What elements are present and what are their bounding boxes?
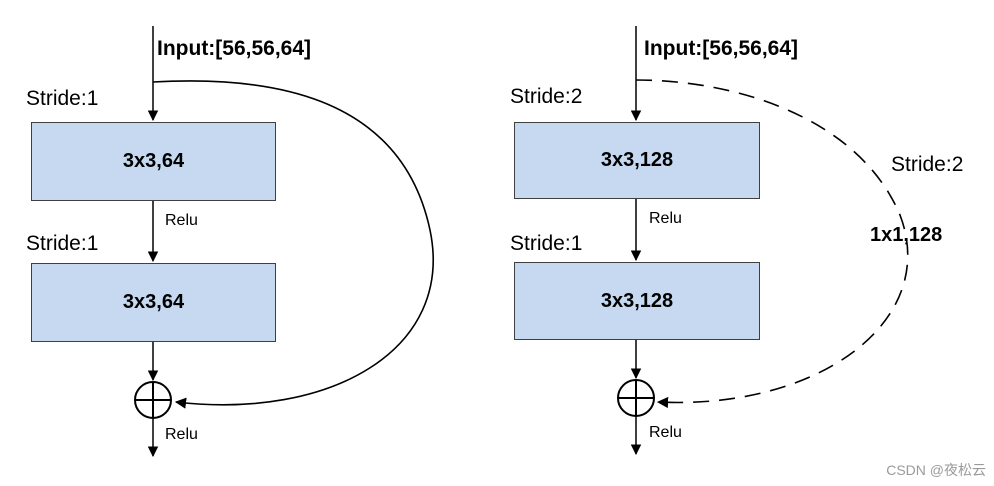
left-shortcut-connection: [152, 80, 434, 409]
left-add-node-icon: [134, 381, 172, 419]
left-residual-block: [134, 26, 434, 458]
right-stride-label-2: Stride:1: [510, 232, 583, 255]
left-conv-block-1: 3x3,64: [31, 122, 276, 201]
left-stride-label-2: Stride:1: [26, 232, 99, 255]
left-conv-block-2: 3x3,64: [31, 263, 276, 342]
right-relu-label-mid: Relu: [649, 210, 682, 227]
right-stride-label-1: Stride:2: [510, 85, 583, 108]
right-input-label: Input:[56,56,64]: [644, 37, 799, 60]
right-residual-block: [617, 26, 909, 456]
right-conv-block-1: 3x3,128: [514, 122, 760, 199]
right-relu-label-out: Relu: [649, 424, 682, 441]
left-relu-label-out: Relu: [165, 426, 198, 443]
watermark: CSDN @夜松云: [886, 462, 986, 478]
right-shortcut-stride-label: Stride:2: [891, 153, 964, 176]
left-relu-label-mid: Relu: [165, 212, 198, 229]
left-stride-label-1: Stride:1: [26, 87, 99, 110]
right-conv-block-2: 3x3,128: [514, 262, 760, 340]
right-shortcut-conv-label: 1x1,128: [870, 224, 943, 246]
right-shortcut-connection: [635, 79, 909, 409]
left-input-label: Input:[56,56,64]: [157, 37, 312, 60]
right-add-node-icon: [617, 379, 655, 417]
